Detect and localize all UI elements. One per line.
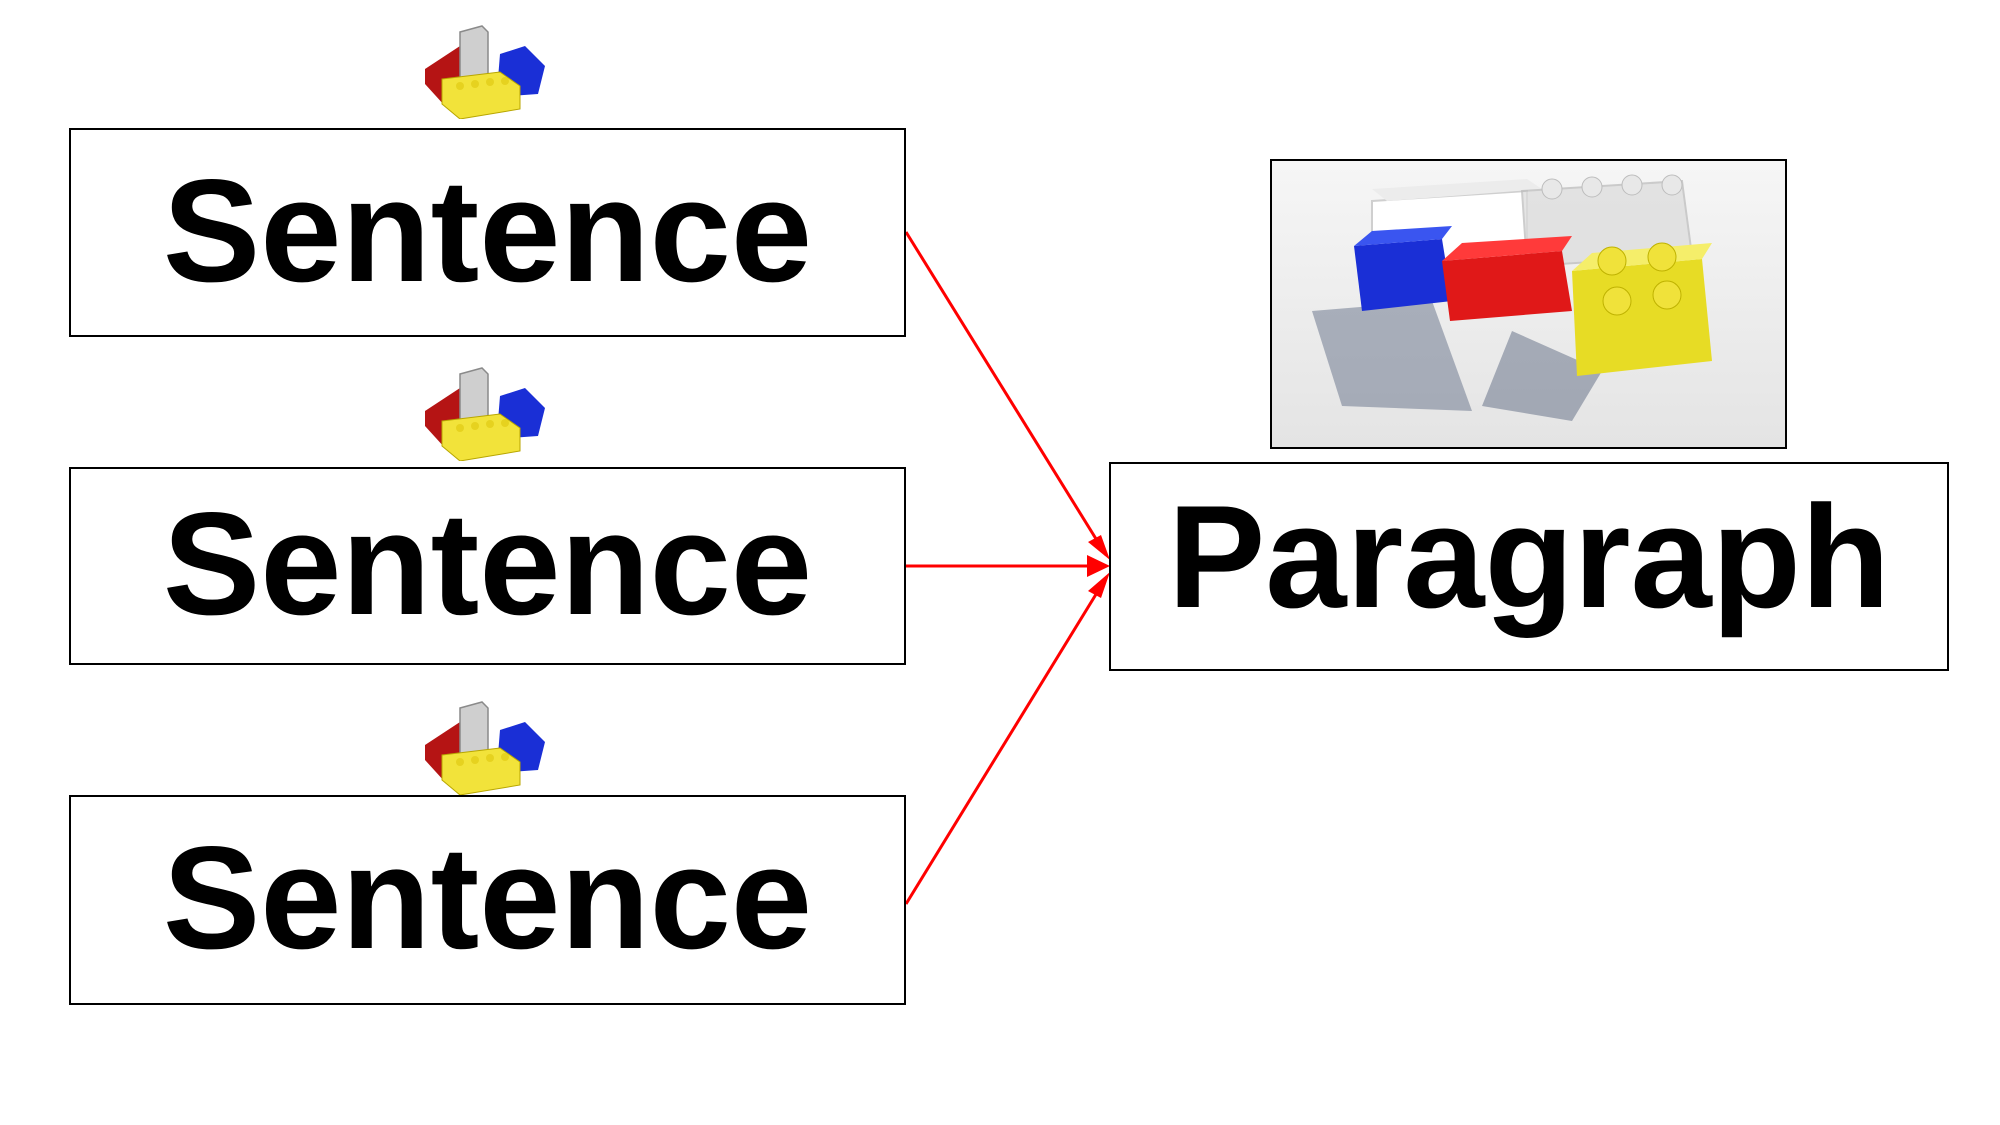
sentence-label: Sentence [162,482,813,645]
lego-bricks-icon [425,367,545,461]
sentence-box: Sentence [69,795,906,1005]
paragraph-box: Paragraph [1109,462,1949,671]
arrowhead-1 [1088,535,1110,560]
sentence-label: Sentence [162,816,813,979]
arrowhead-3 [1088,572,1110,598]
sentence-box: Sentence [69,467,906,665]
arrowhead-2 [1087,555,1110,577]
lego-bricks-photo-drawing [1272,161,1785,447]
paragraph-label: Paragraph [1167,474,1891,638]
lego-bricks-photo [1270,159,1787,449]
lego-bricks-icon [425,701,545,795]
lego-bricks-icon [425,25,545,119]
arrow-sentence-1-to-paragraph [904,231,1108,556]
arrow-sentence-3-to-paragraph [904,577,1108,905]
sentence-box: Sentence [69,128,906,337]
sentence-label: Sentence [162,148,813,312]
